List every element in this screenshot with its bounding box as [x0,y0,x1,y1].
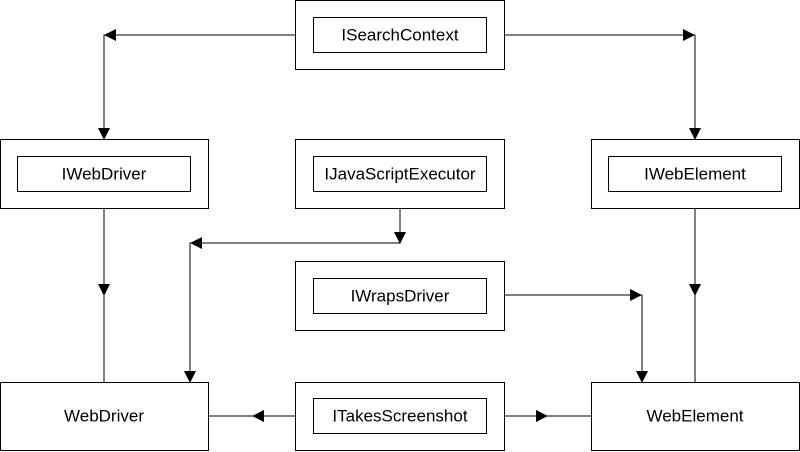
node-label-isearchcontext: ISearchContext [341,26,458,45]
node-label-itakesscreenshot: ITakesScreenshot [332,407,467,426]
node-label-iwebelement: IWebElement [644,165,746,184]
node-webdriver: WebDriver [0,382,209,451]
connector-isearchcontext-to-iwebdriver [103,34,295,132]
node-ijavascriptexecutor: IJavaScriptExecutor [295,139,505,209]
arrowhead-right-iwrapsdriver [630,289,642,301]
connector-ijavascriptexecutor-to-webdriver [189,208,401,382]
arrowhead-right-isearchcontext [683,29,695,41]
arrowhead-down-webelement-mid [636,371,648,383]
arrowhead-down-webdriver-left [98,284,110,296]
node-webelement: WebElement [591,382,800,451]
arrowhead-down-webelement-right [689,284,701,296]
node-iwebelement: IWebElement [591,139,800,209]
node-label-webdriver: WebDriver [64,407,144,426]
node-iwebdriver: IWebDriver [0,139,209,209]
arrowhead-left-ijavascriptexecutor [190,237,202,249]
arrowhead-down-iwebelement [689,128,701,140]
node-itakesscreenshot: ITakesScreenshot [295,382,505,451]
node-label-iwebdriver: IWebDriver [62,165,147,184]
node-label-iwrapsdriver: IWrapsDriver [351,287,450,306]
connector-isearchcontext-to-iwebelement [505,34,696,132]
arrowhead-down-iwebdriver [98,128,110,140]
arrowhead-left-isearchcontext [104,29,116,41]
arrowhead-down-webdriver-mid [184,371,196,383]
node-isearchcontext: ISearchContext [295,0,505,70]
arrowhead-right-itakesscreenshot [536,410,548,422]
node-label-webelement: WebElement [646,407,743,426]
node-iwrapsdriver: IWrapsDriver [295,261,505,331]
arrowhead-left-itakesscreenshot [252,410,264,422]
connector-iwrapsdriver-to-webelement [505,294,643,382]
arrowhead-down-ijavascriptexecutor [394,232,406,244]
node-label-ijavascriptexecutor: IJavaScriptExecutor [324,165,476,184]
